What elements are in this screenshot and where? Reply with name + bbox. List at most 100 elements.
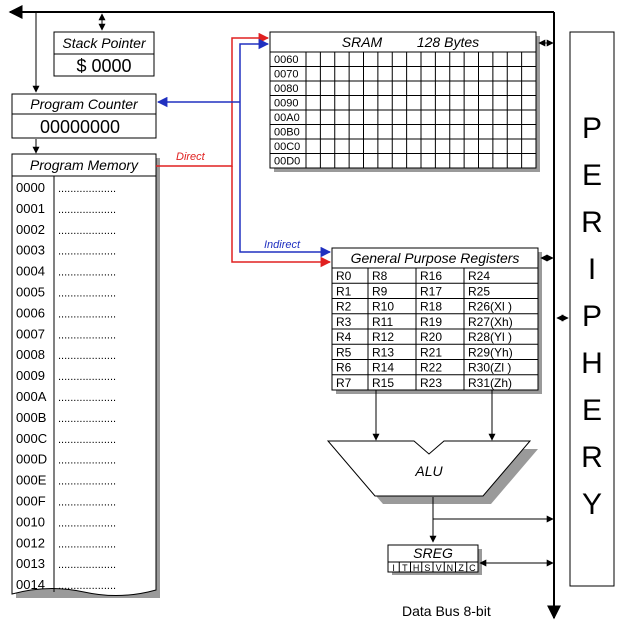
data-bus <box>8 5 561 620</box>
program-memory-address: 0012 <box>16 535 45 550</box>
gpr-register: R29(Yh) <box>468 345 513 359</box>
program-memory-filler: ................... <box>58 225 116 237</box>
sreg-flag: C <box>469 563 476 573</box>
data-bus-label: Data Bus 8-bit <box>402 603 491 619</box>
gpr-register: R16 <box>420 269 442 283</box>
gpr-register: R24 <box>468 269 490 283</box>
program-memory-filler: ................... <box>58 183 116 195</box>
program-memory-block: Program Memory 0000................... 00… <box>11 153 160 598</box>
gpr-register: R5 <box>336 345 352 359</box>
gpr-register: R9 <box>372 284 388 298</box>
program-memory-filler: ................... <box>58 308 116 320</box>
sreg-flag: V <box>436 563 442 573</box>
sram-size: 128 Bytes <box>417 34 479 50</box>
gpr-register: R6 <box>336 361 352 375</box>
periphery-letter: H <box>581 347 603 380</box>
program-counter-title: Program Counter <box>30 96 139 112</box>
gpr-register: R15 <box>372 376 394 390</box>
gpr-register: R0 <box>336 269 352 283</box>
program-memory-address: 0001 <box>16 201 45 216</box>
periphery-letter: Y <box>582 488 602 521</box>
gpr-register: R25 <box>468 284 490 298</box>
program-memory-address: 0008 <box>16 347 45 362</box>
gpr-register: R3 <box>336 315 352 329</box>
gpr-block: General Purpose Registers R0R1R2R3R4R5R6… <box>331 247 542 394</box>
program-memory-filler: ................... <box>58 434 116 446</box>
gpr-register: R2 <box>336 300 352 314</box>
program-memory-filler: ................... <box>58 497 116 509</box>
program-memory-filler: ................... <box>58 288 116 300</box>
gpr-register: R26(Xl ) <box>468 300 512 314</box>
gpr-register: R7 <box>336 376 352 390</box>
program-memory-filler: ................... <box>58 580 116 592</box>
sreg-title: SREG <box>413 545 453 561</box>
gpr-register: R18 <box>420 300 442 314</box>
gpr-register: R27(Xh) <box>468 315 513 329</box>
program-counter-value: 00000000 <box>40 117 120 137</box>
program-memory-address: 0004 <box>16 264 45 279</box>
program-memory-filler: ................... <box>58 538 116 550</box>
gpr-register: R13 <box>372 345 394 359</box>
periphery-letter: I <box>588 253 596 286</box>
sreg-flag: H <box>413 563 420 573</box>
gpr-register: R21 <box>420 345 442 359</box>
program-memory-address: 0007 <box>16 326 45 341</box>
program-memory-filler: ................... <box>58 350 116 362</box>
program-memory-filler: ................... <box>58 329 116 341</box>
periphery-letter: R <box>581 441 603 474</box>
program-memory-address: 000E <box>16 473 47 488</box>
sram-row-address: 0090 <box>274 98 298 110</box>
program-memory-address: 000C <box>16 431 47 446</box>
periphery-letter: E <box>582 159 602 192</box>
program-memory-address: 0009 <box>16 368 45 383</box>
gpr-register: R23 <box>420 376 442 390</box>
program-memory-address: 0002 <box>16 222 45 237</box>
sram-row-address: 00B0 <box>274 127 300 139</box>
program-memory-filler: ................... <box>58 371 116 383</box>
program-memory-filler: ................... <box>58 559 116 571</box>
program-memory-address: 0014 <box>16 577 45 592</box>
program-memory-title: Program Memory <box>30 157 139 173</box>
gpr-register: R1 <box>336 284 352 298</box>
program-memory-address: 000A <box>16 389 47 404</box>
sram-title: SRAM <box>342 34 383 50</box>
program-memory-filler: ................... <box>58 517 116 529</box>
sreg-flag: S <box>424 563 430 573</box>
program-memory-filler: ................... <box>58 455 116 467</box>
alu-label: ALU <box>414 463 443 479</box>
gpr-register: R11 <box>372 315 393 329</box>
program-counter-block: Program Counter 00000000 <box>11 93 157 139</box>
sram-row-address: 0080 <box>274 83 298 95</box>
gpr-register: R20 <box>420 330 442 344</box>
gpr-register: R14 <box>372 361 394 375</box>
program-memory-address: 0000 <box>16 180 45 195</box>
program-memory-filler: ................... <box>58 246 116 258</box>
program-memory-address: 0006 <box>16 305 45 320</box>
indirect-addressing-path: Indirect <box>156 38 332 258</box>
program-memory-address: 0003 <box>16 243 45 258</box>
alu-block: ALU <box>326 440 538 504</box>
program-memory-filler: ................... <box>58 476 116 488</box>
gpr-register: R30(Zl ) <box>468 361 511 375</box>
sram-row-address: 0070 <box>274 69 298 81</box>
program-memory-address: 0013 <box>16 556 45 571</box>
periphery-letter: P <box>582 112 602 145</box>
sram-row-address: 00D0 <box>274 156 300 168</box>
gpr-register: R31(Zh) <box>468 376 512 390</box>
sram-row-address: 00A0 <box>274 112 300 124</box>
sram-row-address: 00C0 <box>274 141 300 153</box>
gpr-register: R28(Yl ) <box>468 330 512 344</box>
periphery-letter: P <box>582 300 602 333</box>
program-memory-address: 000F <box>16 494 46 509</box>
direct-label: Direct <box>176 151 206 163</box>
program-memory-filler: ................... <box>58 204 116 216</box>
program-memory-filler: ................... <box>58 267 116 279</box>
sreg-flag: T <box>402 563 408 573</box>
stack-pointer-value: $ 0000 <box>76 56 131 76</box>
indirect-label: Indirect <box>264 239 301 251</box>
program-memory-address: 000D <box>16 452 47 467</box>
gpr-register: R19 <box>420 315 442 329</box>
